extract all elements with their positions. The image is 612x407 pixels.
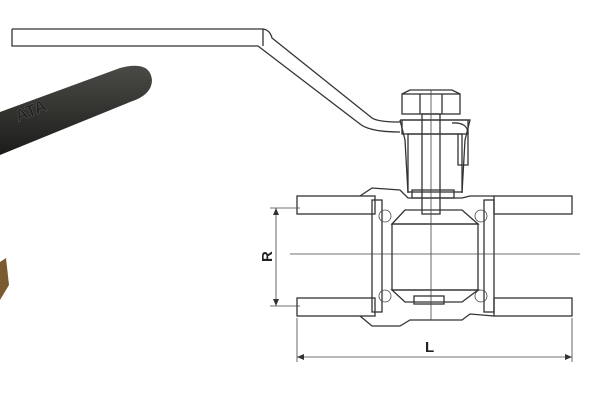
dimension-r: R [259,207,300,307]
dimension-l: L [296,318,573,362]
valve-technical-drawing: R L [11,28,580,362]
brass-body-edge [0,258,9,300]
seal-ring [378,209,392,223]
dimension-label-l: L [425,339,434,356]
dimension-label-r: R [259,251,276,262]
black-handle [0,65,152,155]
valve-photo: ATA [0,65,152,300]
ball [390,209,480,225]
lever-handle [11,28,401,133]
body-left-port [296,195,376,215]
body-right-port [493,195,573,215]
